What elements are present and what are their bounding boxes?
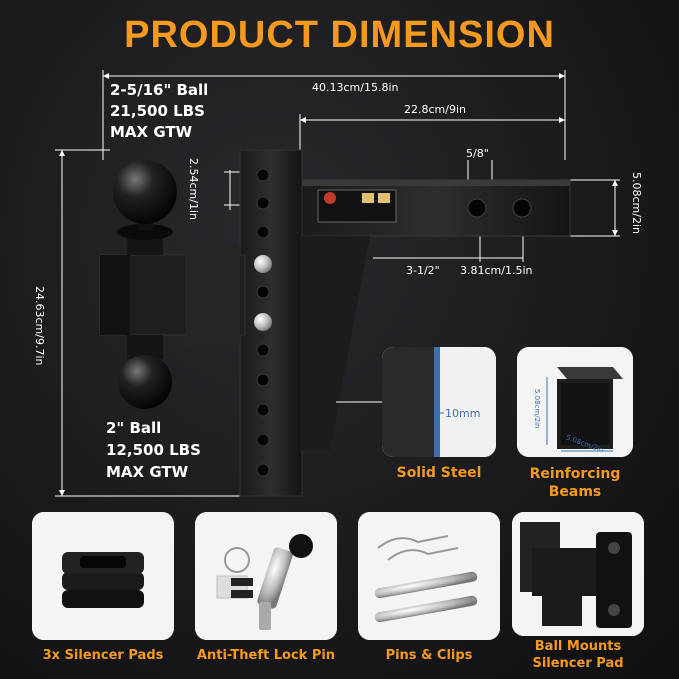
lock-pin-image — [195, 512, 337, 640]
shank-height-label: 5.08cm/2in — [630, 172, 643, 234]
accessory-card-ball-mount-pad — [512, 512, 644, 636]
lock-pin-label: Anti-Theft Lock Pin — [196, 648, 336, 663]
solid-steel-inset: 10mm — [382, 347, 496, 457]
silencer-pads-label: 3x Silencer Pads — [42, 648, 164, 663]
reinforcing-beams-label: Reinforcing Beams — [529, 466, 621, 500]
upper-ball-rating: MAX GTW — [110, 123, 193, 141]
accessory-card-pins-clips — [358, 512, 500, 640]
reinforcing-beams-inset: 5.08cm/2in 5.08cm/2in — [517, 347, 633, 457]
accessory-card-silencer-pads — [32, 512, 174, 640]
page-title: PRODUCT DIMENSION — [124, 14, 555, 56]
beam-section-image — [517, 347, 633, 457]
steel-thickness-label: 10mm — [445, 407, 481, 420]
solid-steel-label: Solid Steel — [396, 465, 482, 481]
upper-ball-size: 2-5/16" Ball — [110, 81, 209, 99]
steel-section-image — [382, 347, 496, 457]
lower-ball-size: 2" Ball — [106, 419, 162, 437]
lower-ball-rating: MAX GTW — [106, 463, 189, 481]
pins-clips-label: Pins & Clips — [385, 648, 473, 663]
ball-mount-pad-image — [512, 512, 644, 636]
beam-side1-label: 5.08cm/2in — [533, 389, 541, 429]
hole-offset-label: 3-1/2" — [406, 264, 440, 277]
total-height-label: 24.63cm/9.7in — [33, 286, 46, 366]
shank-length-label: 22.8cm/9in — [404, 103, 466, 116]
ball-mount-pad-label: Ball Mounts Silencer Pad — [532, 639, 624, 671]
lower-ball-weight: 12,500 LBS — [106, 441, 201, 459]
hole-gap-label: 3.81cm/1.5in — [460, 264, 533, 277]
overall-length-label: 40.13cm/15.8in — [312, 81, 399, 94]
accessory-card-lock-pin — [195, 512, 337, 640]
silencer-pads-image — [32, 512, 174, 640]
hole-spacing-label: 2.54cm/1in — [187, 158, 200, 220]
pin-hole-label: 5/8" — [466, 147, 489, 160]
pins-clips-image — [358, 512, 500, 640]
upper-ball-weight: 21,500 LBS — [110, 102, 205, 120]
